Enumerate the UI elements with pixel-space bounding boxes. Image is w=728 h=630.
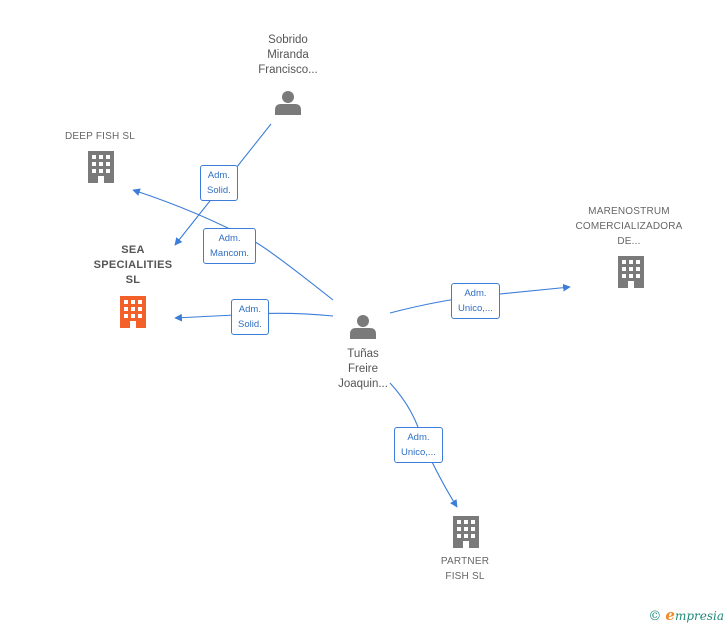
node-label-sea-specialities[interactable]: SEA SPECIALITIES SL [73, 243, 193, 288]
node-label-line: Joaquin... [338, 378, 388, 390]
empresia-logo[interactable]: ©empresia [648, 606, 724, 624]
edge-label-line: Adm. [464, 288, 487, 299]
node-label-line: Miranda [267, 49, 309, 61]
edge-label-line: Solid. [238, 319, 262, 330]
brand-e: e [665, 606, 675, 624]
edge-label-tunas-deep-fish[interactable]: Adm. Mancom. [203, 228, 257, 264]
edge-label-tunas-sea-specialities[interactable]: Adm. Solid. [231, 299, 269, 335]
building-icon[interactable] [453, 516, 479, 548]
brand-name: mpresia [674, 609, 724, 623]
node-label-line: Tuñas [347, 348, 379, 360]
copyright-icon: © [648, 609, 662, 624]
node-label-line: DE... [617, 236, 641, 247]
node-label-tunas[interactable]: Tuñas Freire Joaquin... [313, 347, 413, 392]
edge-label-line: Mancom. [210, 248, 250, 259]
node-label-line: Freire [347, 363, 379, 375]
node-label-line: SPECIALITIES [93, 259, 173, 271]
edge-label-line: Adm. [238, 304, 261, 315]
edge-label-line: Unico,... [458, 303, 493, 314]
node-label-partner-fish[interactable]: PARTNER FISH SL [415, 554, 515, 584]
node-label-deep-fish[interactable]: DEEP FISH SL [40, 129, 160, 144]
person-icon[interactable] [350, 315, 376, 339]
node-label-line: DEEP FISH SL [64, 131, 136, 142]
edge-label-line: Adm. [407, 432, 430, 443]
edge-label-sobrido-sea-specialities[interactable]: Adm. Solid. [200, 165, 238, 201]
building-icon-focus[interactable] [120, 296, 146, 328]
edge-label-line: Adm. [218, 233, 241, 244]
building-icon[interactable] [88, 151, 114, 183]
node-label-line: FISH SL [445, 571, 485, 582]
node-label-line: Francisco... [258, 64, 318, 76]
edge-label-tunas-partner-fish[interactable]: Adm. Unico,... [394, 427, 443, 463]
edge-label-line: Unico,... [401, 447, 436, 458]
building-icon[interactable] [618, 256, 644, 288]
edge-label-line: Solid. [207, 185, 231, 196]
person-icon[interactable] [275, 91, 301, 115]
node-label-line: SL [125, 274, 141, 286]
edge-label-tunas-marenostrum[interactable]: Adm. Unico,... [451, 283, 500, 319]
node-label-sobrido[interactable]: Sobrido Miranda Francisco... [238, 33, 338, 78]
edge-label-line: Adm. [207, 170, 230, 181]
node-label-line: COMERCIALIZADORA [575, 221, 683, 232]
node-label-line: SEA [121, 244, 145, 256]
node-label-marenostrum[interactable]: MARENOSTRUM COMERCIALIZADORA DE... [559, 204, 699, 249]
node-label-line: MARENOSTRUM [588, 206, 670, 217]
node-label-line: PARTNER [440, 556, 490, 567]
node-label-line: Sobrido [268, 34, 308, 46]
